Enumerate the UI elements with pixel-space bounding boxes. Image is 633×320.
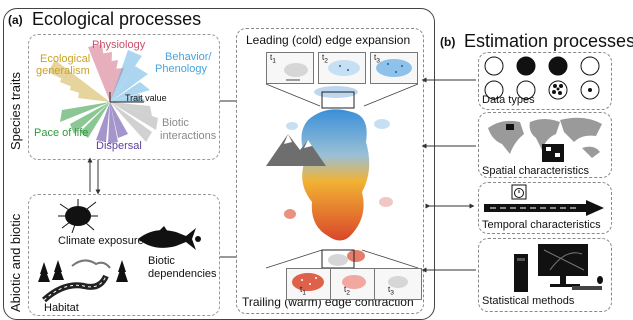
panel-b-title: Estimation processes (464, 31, 633, 51)
species-range-map (284, 86, 393, 269)
panel-a-title: Ecological processes (32, 9, 202, 29)
generalism-label-2: generalism (36, 65, 90, 77)
panel-a-letter: (a) (8, 13, 23, 27)
computer-icon (514, 244, 603, 292)
pace-of-life-label: Pace of life (34, 127, 89, 139)
habitat-icon (38, 259, 128, 303)
leading-edge-label: Leading (cold) edge expansion (246, 33, 411, 47)
trailing-t1-label: t1 (300, 285, 306, 297)
biotic-fan (110, 102, 158, 142)
spatial-label: Spatial characteristics (482, 165, 589, 177)
biotic-dependencies-label-1: Biotic (148, 255, 175, 267)
mountain-icon (266, 134, 326, 166)
dispersal-fan (96, 102, 128, 144)
leading-mini-blobs (284, 59, 412, 81)
stopwatch-timeline-icon (484, 184, 604, 216)
abiotic-biotic-label: Abiotic and biotic (8, 213, 23, 312)
leading-t3-label: t3 (374, 53, 380, 65)
traits-abiotic-arrows (87, 157, 101, 195)
physiology-label: Physiology (92, 39, 146, 51)
temporal-label: Temporal characteristics (482, 219, 601, 231)
behavior-fan (110, 50, 150, 102)
generalism-label-1: Ecological (40, 53, 91, 65)
generalism-fan (48, 60, 110, 102)
trailing-mini-blobs (292, 273, 408, 291)
panel-b-letter: (b) (440, 35, 456, 49)
leading-t1-label: t1 (270, 53, 276, 65)
climate-exposure-icon (58, 199, 98, 234)
species-traits-label: Species traits (8, 71, 23, 150)
leading-t2-label: t2 (322, 53, 328, 65)
trailing-zoom-lines (265, 249, 419, 269)
habitat-label: Habitat (44, 302, 79, 314)
trailing-t3-label: t3 (388, 285, 394, 297)
pace-fan (60, 102, 110, 138)
dispersal-label: Dispersal (96, 140, 142, 152)
climate-exposure-label: Climate exposure (58, 235, 144, 247)
leading-zoom-lines (265, 83, 419, 107)
statistical-label: Statistical methods (482, 295, 575, 307)
biotic-dependencies-label-2: dependencies (148, 268, 217, 280)
abiotic-biotic-box (28, 194, 220, 316)
data-types-label: Data types (482, 94, 535, 106)
biotic-interactions-label-1: Biotic (162, 117, 189, 129)
trait-value-label: Trait value (125, 93, 167, 103)
trait-radial-chart (48, 44, 158, 144)
trailing-t2-label: t2 (344, 285, 350, 297)
physiology-fan (88, 44, 124, 102)
behavior-label-1: Behavior/ (165, 51, 212, 63)
biotic-interactions-label-2: interactions (160, 130, 217, 142)
behavior-label-2: Phenology (155, 63, 207, 75)
fish-icon (138, 226, 201, 250)
estimation-arrows (421, 77, 476, 273)
species-traits-box (28, 34, 220, 160)
data-types-icons (484, 56, 600, 100)
world-map-icon (488, 117, 602, 162)
